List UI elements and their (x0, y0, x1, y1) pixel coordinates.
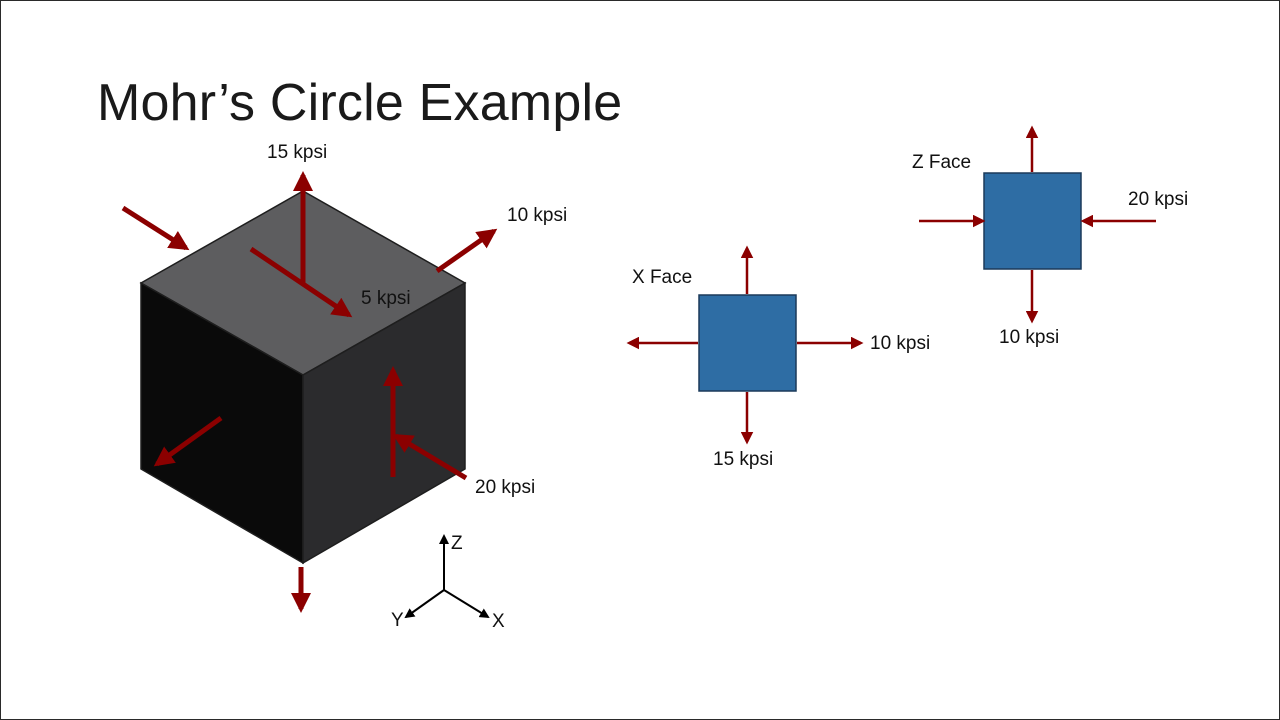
cube-top-incoming-arrow (121, 205, 190, 251)
z-face-element (919, 125, 1156, 324)
cube-top-diagonal-label: 10 kpsi (507, 205, 568, 226)
y-axis-line (404, 589, 445, 619)
z-face-title: Z Face (912, 152, 972, 173)
cube-arrows (121, 171, 498, 613)
x-face-element (626, 245, 864, 445)
x-axis-label: X (492, 611, 505, 632)
x-axis-line (443, 589, 490, 619)
z-face-right-label: 20 kpsi (1128, 189, 1189, 210)
cube-right-face (302, 281, 466, 565)
x-face-title: X Face (632, 267, 693, 288)
x-face-right-label: 10 kpsi (870, 333, 931, 354)
z-face-square (983, 172, 1082, 270)
cube-top-right-outgoing-arrow (435, 228, 498, 274)
cube-top-vertical-label: 15 kpsi (267, 142, 328, 163)
cube-left-face-arrow (153, 415, 223, 467)
x-face-square (698, 294, 797, 392)
x-face-bottom-label: 15 kpsi (713, 449, 774, 470)
slide-title: Mohr’s Circle Example (97, 74, 623, 132)
cube-right-face-label: 20 kpsi (475, 477, 536, 498)
z-axis-label: Z (451, 533, 463, 554)
cube-top-shear-label: 5 kpsi (361, 288, 411, 309)
cube-right-incoming-arrow (392, 433, 468, 481)
z-face-bottom-label: 10 kpsi (999, 327, 1060, 348)
coordinate-axes (404, 534, 490, 619)
cube-top-shear-arrow (249, 246, 353, 318)
y-axis-label: Y (391, 610, 404, 631)
